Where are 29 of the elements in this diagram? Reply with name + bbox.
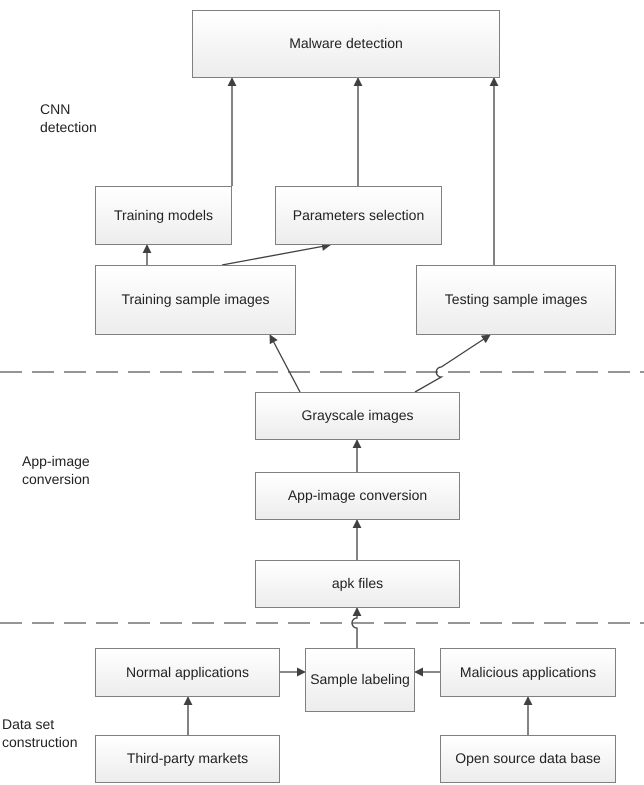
process-box: apk files <box>255 560 460 608</box>
arrow <box>184 696 192 735</box>
arrow <box>352 439 362 472</box>
arrow <box>414 668 440 676</box>
process-box: Parameters selection <box>275 186 442 245</box>
arrow <box>280 668 306 676</box>
process-box: Third-party markets <box>95 735 280 783</box>
arrow <box>228 77 236 186</box>
process-box: Normal applications <box>95 648 280 697</box>
section-label: App-image conversion <box>22 452 91 488</box>
process-box: Malware detection <box>192 10 500 78</box>
arrow <box>352 519 362 560</box>
process-box: Open source data base <box>440 735 616 783</box>
process-box: Training models <box>95 186 232 245</box>
process-box: Testing sample images <box>416 265 616 335</box>
arrow <box>414 334 491 393</box>
arrow <box>354 77 362 186</box>
section-label: Data set construction <box>2 715 78 752</box>
arrow <box>142 244 152 265</box>
process-box: Malicious applications <box>440 648 616 697</box>
arrow <box>490 77 498 265</box>
arrow <box>351 607 362 648</box>
process-box: Training sample images <box>95 265 296 335</box>
process-box: App-image conversion <box>255 472 460 520</box>
process-box: Grayscale images <box>255 392 460 440</box>
arrow <box>269 334 301 392</box>
section-label: CNN detection <box>40 100 98 136</box>
process-box: Sample labeling <box>305 648 415 712</box>
arrow <box>524 696 532 735</box>
